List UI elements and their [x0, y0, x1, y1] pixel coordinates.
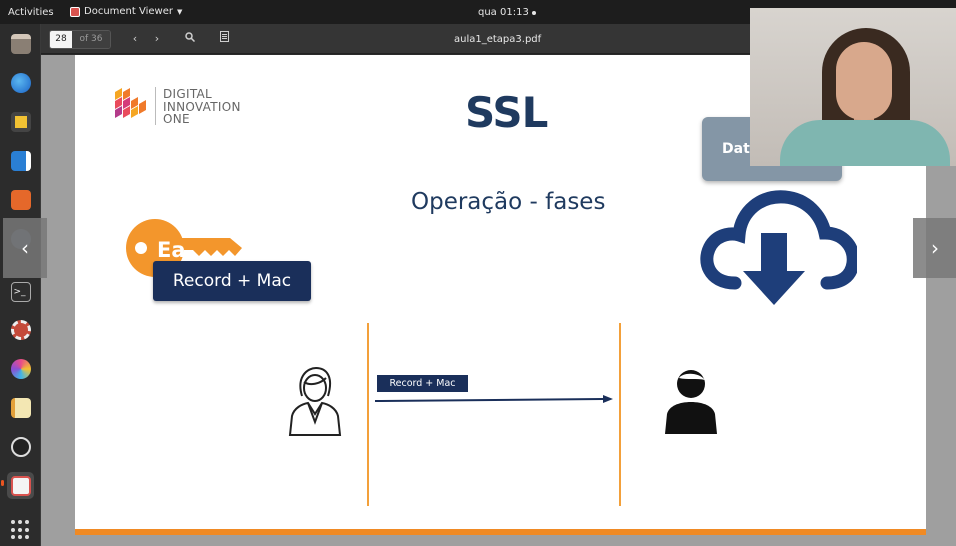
arrow-right-icon	[375, 395, 613, 403]
man-user-icon	[665, 370, 717, 434]
notification-dot-icon	[531, 10, 536, 15]
dock: >_	[0, 24, 41, 546]
annotations-icon[interactable]	[216, 31, 232, 47]
dock-item-browser[interactable]	[7, 69, 34, 96]
logo-line-3: ONE	[163, 112, 190, 126]
document-title: aula1_etapa3.pdf	[454, 34, 542, 45]
active-indicator	[1, 480, 4, 486]
record-mac-label-large: Record + Mac	[153, 261, 311, 301]
obs-icon	[10, 436, 31, 457]
logo-text: DIGITAL INNOVATION ONE	[163, 88, 241, 126]
notes-icon	[10, 397, 31, 418]
software-center-icon	[10, 189, 31, 210]
previous-page-button[interactable]: ‹	[3, 218, 47, 278]
next-page-icon[interactable]: ›	[154, 32, 160, 45]
clock-label: qua 01:13	[478, 7, 529, 18]
color-icon	[10, 358, 31, 379]
data-box-label: Data	[722, 141, 760, 157]
dock-item-document-viewer[interactable]	[7, 472, 34, 499]
key-label: Ea	[157, 238, 186, 262]
document-viewer-icon	[10, 475, 31, 496]
previous-page-icon[interactable]: ‹	[132, 32, 138, 45]
logo-line-2: INNOVATION	[163, 99, 241, 114]
caret-down-icon: ▼	[176, 7, 183, 16]
dock-item-notes[interactable]	[7, 394, 34, 421]
dock-item-files[interactable]	[7, 30, 34, 57]
browser-icon	[10, 72, 31, 93]
files-icon	[10, 33, 31, 54]
audio-icon	[10, 111, 31, 132]
page-number-input[interactable]: 28	[50, 31, 72, 48]
document-viewer-app-icon	[70, 6, 80, 17]
timeline-left	[367, 323, 369, 506]
slide-subtitle: Operação - fases	[411, 189, 606, 215]
terminal-icon: >_	[10, 281, 31, 302]
dock-item-tools[interactable]	[7, 316, 34, 343]
logo-divider	[155, 87, 156, 125]
webcam-person-face	[836, 42, 892, 120]
next-page-button[interactable]: ›	[913, 218, 956, 278]
tools-icon	[10, 319, 31, 340]
dock-item-color[interactable]	[7, 355, 34, 382]
page-selector[interactable]: 28 of 36	[49, 30, 111, 49]
cloud-download-icon	[700, 190, 857, 305]
record-mac-label-small: Record + Mac	[377, 375, 468, 392]
dock-item-audio[interactable]	[7, 108, 34, 135]
dock-item-obs[interactable]	[7, 433, 34, 460]
webcam-overlay	[750, 8, 956, 166]
timeline-right	[619, 323, 621, 506]
woman-user-icon	[288, 366, 342, 436]
dock-item-writer[interactable]	[7, 147, 34, 174]
show-applications-icon[interactable]	[11, 520, 31, 540]
page-count-label: of 36	[72, 31, 110, 48]
logo-line-1: DIGITAL	[163, 87, 213, 101]
dock-item-terminal[interactable]: >_	[7, 278, 34, 305]
webcam-person-shirt	[780, 120, 950, 166]
slide-title: SSL	[465, 88, 548, 137]
search-icon[interactable]	[182, 31, 198, 47]
app-menu-label: Document Viewer	[84, 6, 173, 17]
app-menu[interactable]: Document Viewer ▼	[70, 6, 182, 17]
dio-logo-icon	[115, 88, 146, 118]
dock-item-software[interactable]	[7, 186, 34, 213]
clock[interactable]: qua 01:13	[478, 7, 536, 18]
writer-icon	[10, 150, 31, 171]
activities-button[interactable]: Activities	[8, 7, 54, 18]
slide-footer-line	[75, 529, 926, 535]
